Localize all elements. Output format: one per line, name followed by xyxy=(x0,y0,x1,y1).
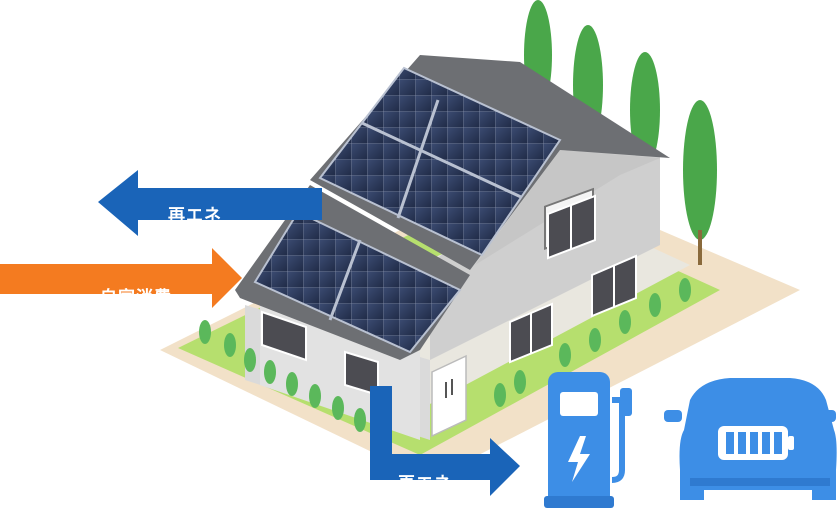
ev-arrow xyxy=(370,386,520,496)
self-consumption-label: 自家消費 xyxy=(100,288,172,308)
ev-charger xyxy=(544,372,632,508)
ev-label: 再エネ xyxy=(398,474,452,494)
self-consumption-arrow xyxy=(0,248,242,308)
shrubs xyxy=(199,278,691,432)
lightning-bolt-icon xyxy=(568,436,590,482)
electric-car xyxy=(664,378,837,500)
battery-icon xyxy=(718,426,794,460)
export-label: 再エネ xyxy=(168,206,222,226)
export-arrow xyxy=(98,170,322,236)
